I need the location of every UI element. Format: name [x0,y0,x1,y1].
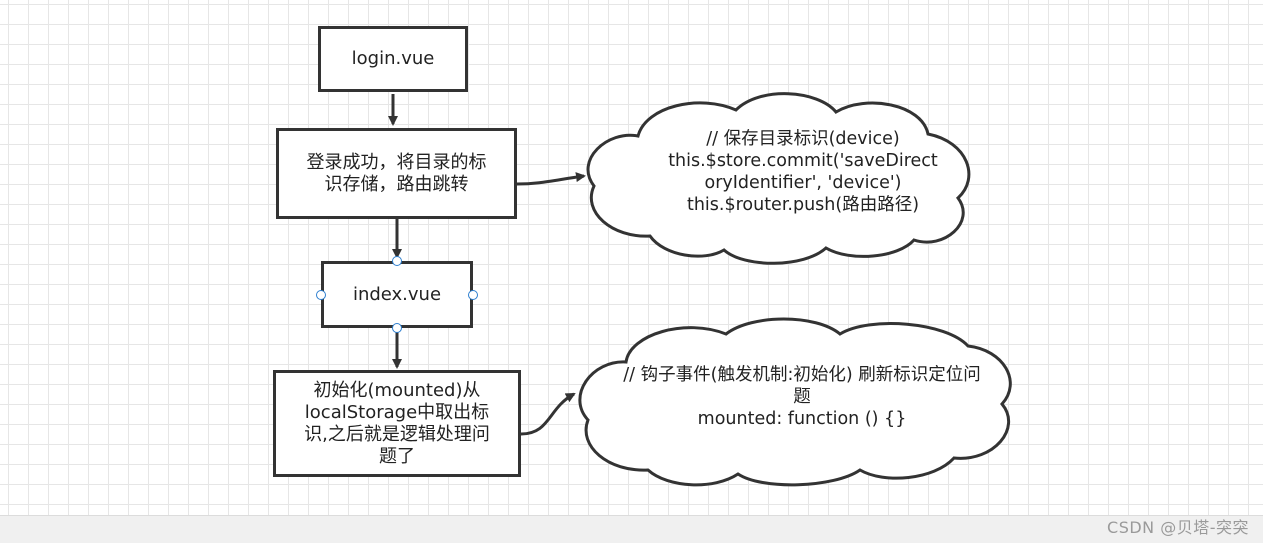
diagram-canvas: login.vue 登录成功，将目录的标 识存储，路由跳转 index.vue … [0,0,1263,515]
node-init-mounted-label: 初始化(mounted)从 localStorage中取出标 识,之后就是逻辑处… [304,379,490,467]
cloud-store-note-text: // 保存目录标识(device) this.$store.commit('sa… [668,129,938,215]
bottom-status-bar [0,515,1263,543]
selection-handle-bottom[interactable] [392,323,402,333]
cloud-mounted-note[interactable] [578,317,1012,487]
node-index-vue-label: index.vue [352,283,442,305]
selection-handle-top[interactable] [392,256,402,266]
selection-handle-right[interactable] [468,290,478,300]
node-login-success-label: 登录成功，将目录的标 识存储，路由跳转 [306,151,487,195]
cloud-store-note[interactable] [586,92,971,265]
cloud-mounted-note-text: // 钩子事件(触发机制:初始化) 刷新标识定位问 题 mounted: fun… [623,365,981,429]
arrow-success-to-store-note [516,172,586,186]
node-index-vue[interactable]: index.vue [321,261,473,328]
node-init-mounted[interactable]: 初始化(mounted)从 localStorage中取出标 识,之后就是逻辑处… [273,370,521,477]
arrow-init-to-mounted-note [520,392,576,436]
connector-layer [388,92,1012,487]
node-login-vue[interactable]: login.vue [318,26,468,92]
node-login-vue-label: login.vue [351,48,435,69]
node-login-success[interactable]: 登录成功，将目录的标 识存储，路由跳转 [276,128,517,219]
watermark-text: CSDN @贝塔-突突 [1107,518,1249,537]
selection-handle-left[interactable] [316,290,326,300]
